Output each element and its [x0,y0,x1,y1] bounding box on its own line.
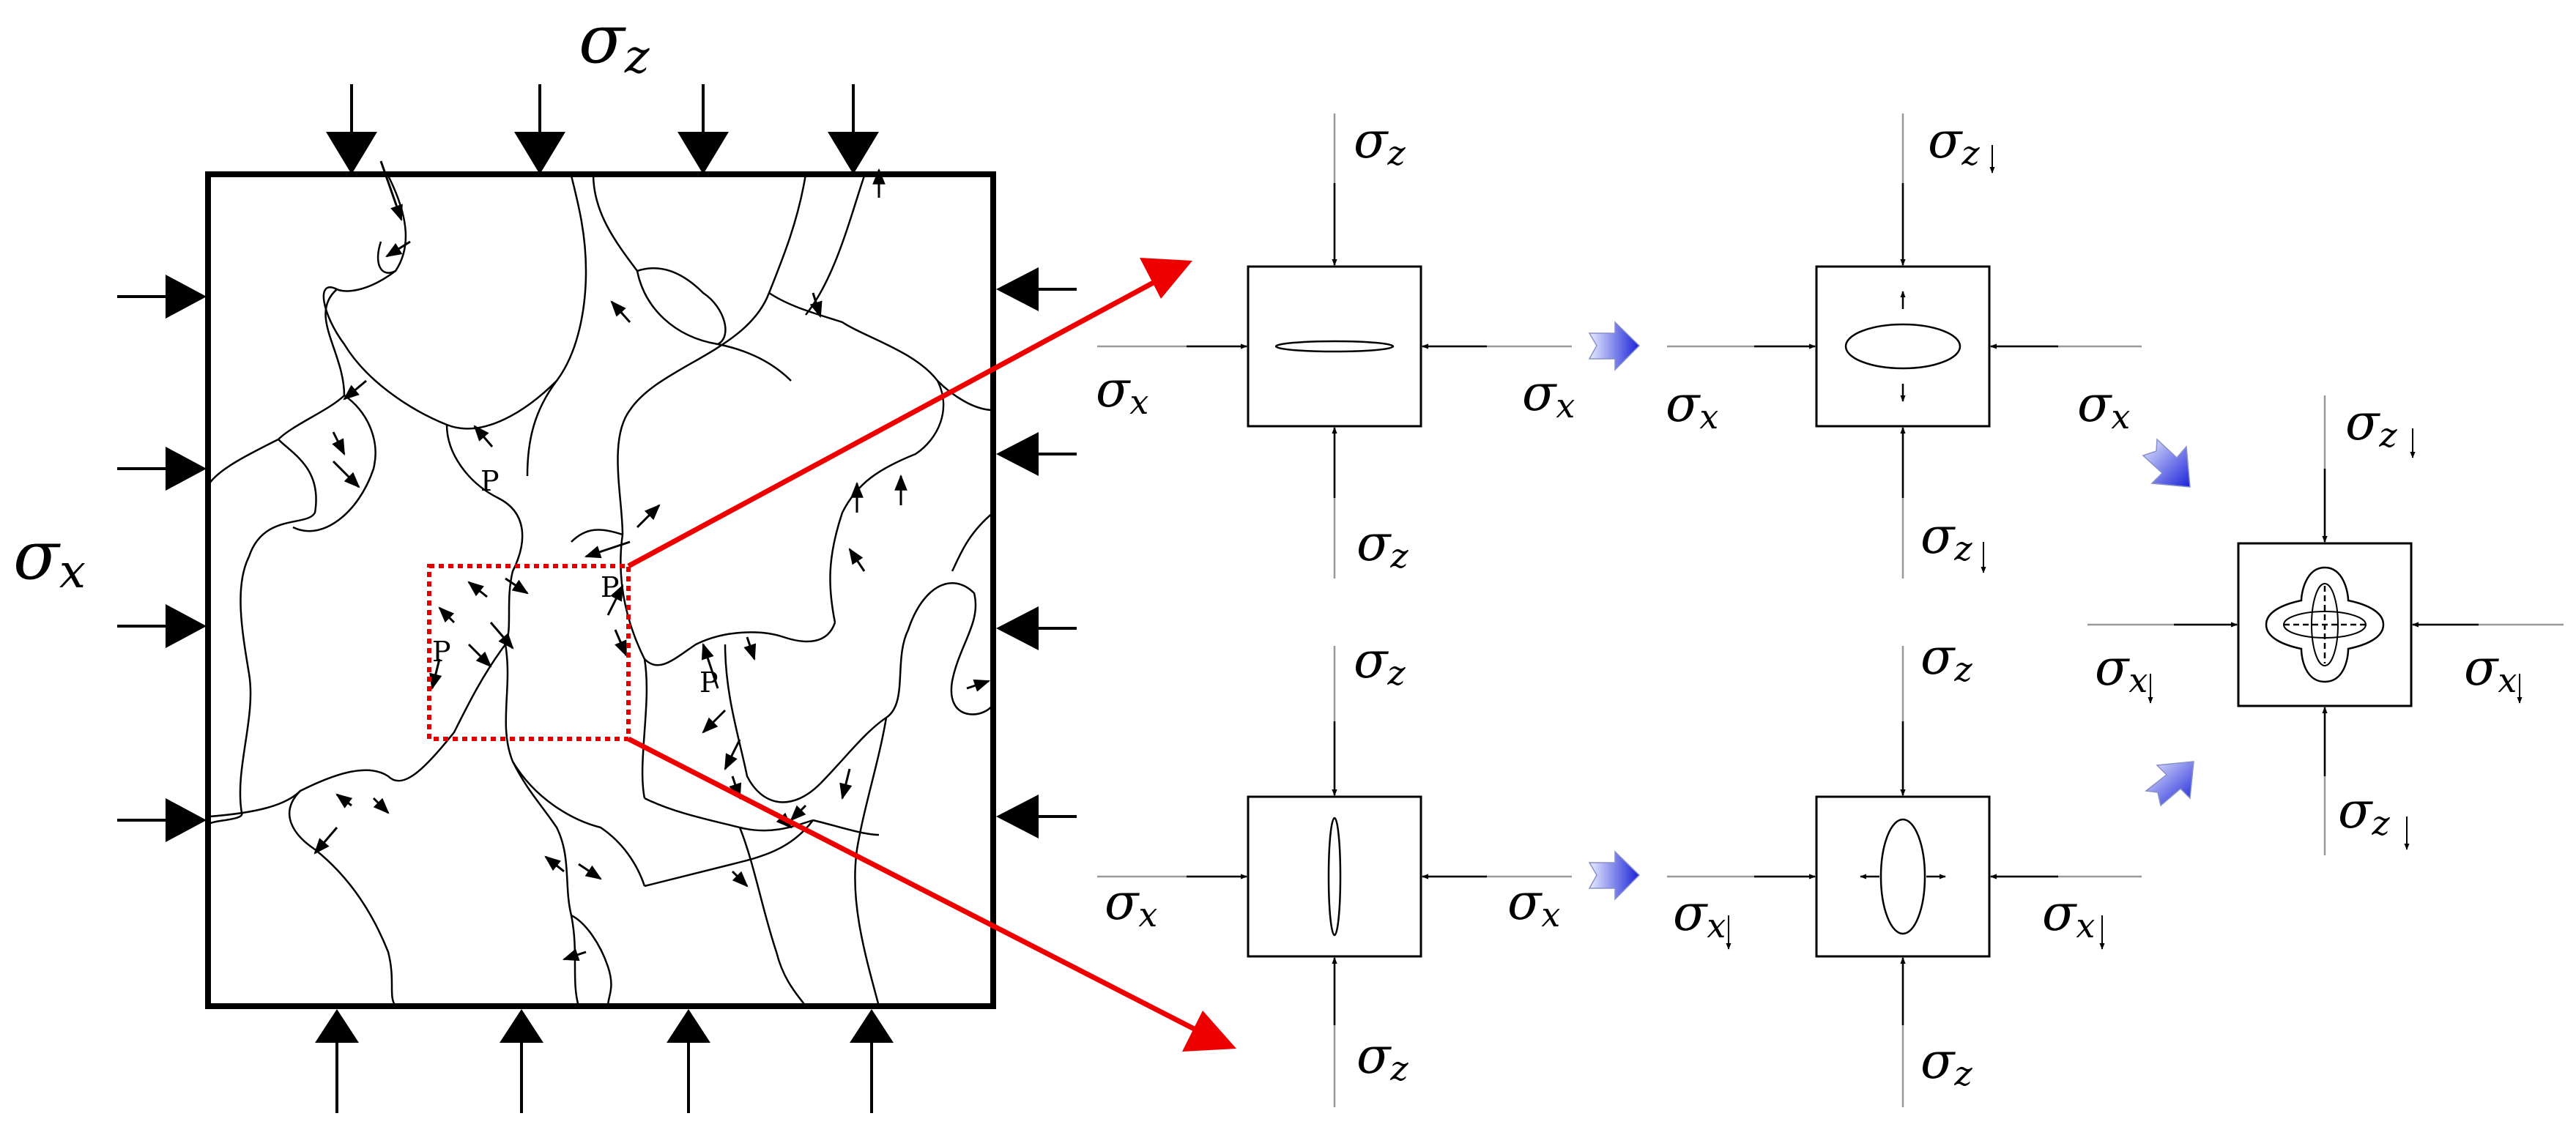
cross-crack-shape [2265,566,2385,683]
svg-text:σz: σz [1920,628,1972,689]
left-load-arrows [117,275,207,842]
svg-text:σz: σz [1356,1027,1408,1088]
svg-text:σx: σx [2077,376,2130,436]
panel-combined-crack: σz σz σx σx [2087,394,2564,855]
zoom-region-box [427,564,631,741]
flow-arrow-icon [1588,321,1641,371]
crack-ellipse [1327,817,1342,937]
panel-vertical-crack-initial: σz σz σx σx [1097,632,1572,1107]
svg-text:σx: σx [1096,361,1148,422]
sigma-x-left-label: σx [13,516,86,599]
flow-arrows [1588,321,2194,901]
crack-ellipse [1879,818,1926,935]
svg-text:σx: σx [2464,639,2517,700]
svg-text:σx: σx [1673,885,1726,945]
panel-vertical-crack-opened: σz σz σx σx [1667,628,2142,1107]
svg-text:σx: σx [2042,885,2095,945]
svg-text:σx: σx [1666,376,1718,436]
flow-arrow-icon [1588,850,1641,901]
element-box [1815,795,1991,958]
svg-text:σz: σz [1354,112,1406,173]
crack-ellipse [1274,340,1395,353]
pore-pressure-label-1: P [480,465,500,497]
crack-pressure-arrows [313,160,991,962]
svg-text:σz: σz [1920,507,1972,568]
svg-text:σz: σz [1928,112,1980,173]
svg-text:σz: σz [1920,1033,1972,1093]
grain-boundaries [208,174,995,1007]
right-load-arrows [996,267,1077,838]
svg-text:σz: σz [2345,394,2397,455]
flow-arrow-icon [2145,761,2194,807]
svg-text:σx: σx [1522,365,1575,425]
rock-sample: σz σx [13,0,1077,1113]
svg-text:σx: σx [1507,874,1560,934]
svg-text:σz: σz [2338,782,2390,843]
zoom-arrows [627,258,1236,1052]
svg-text:σx: σx [2095,639,2148,700]
pore-pressure-label-2: P [601,571,620,603]
sample-frame [205,171,996,1009]
panel-horizontal-crack-opened: σz σz σx σx [1666,112,2142,579]
element-box [1247,265,1422,428]
element-box [1815,265,1991,428]
bottom-load-arrows [315,1009,894,1113]
element-box [1247,795,1422,958]
panel-horizontal-crack-initial: σz σz σx σx [1096,112,1575,579]
pore-pressure-label-3: P [432,636,451,668]
element-box [2237,542,2413,707]
crack-ellipse [1844,323,1961,370]
svg-text:σz: σz [1354,632,1406,693]
svg-text:σz: σz [1356,515,1408,576]
sigma-z-top-label: σz [579,0,650,84]
flow-arrow-icon [2142,438,2191,488]
pore-pressure-label-4: P [699,666,719,699]
top-load-arrows [326,84,879,174]
svg-text:σx: σx [1105,874,1157,934]
